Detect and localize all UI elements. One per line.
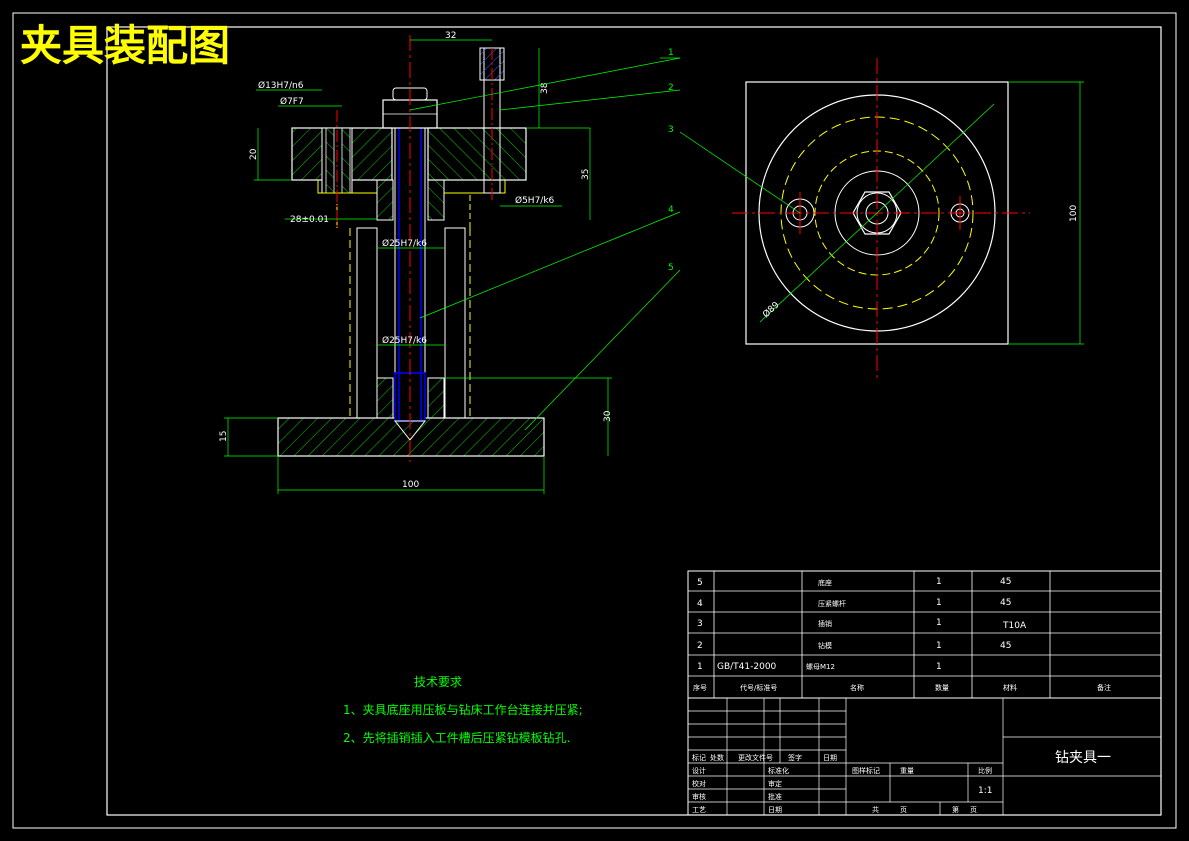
drawing-name: 钻夹具一 xyxy=(1055,750,1111,766)
dim-d89: Ø89 xyxy=(761,299,782,320)
hidden-line xyxy=(317,180,377,194)
tb-sign: 签字 xyxy=(788,753,802,762)
parts-name: 压紧螺杆 xyxy=(818,599,846,608)
title-block: 标记 处数 更改文件号 签字 日期 设计 标准化 校对 审定 审核 批准 工艺 … xyxy=(687,697,1162,816)
technical-requirements: 技术要求 1、夹具底座用压板与钻床工作台连接并压紧; 2、先将插销插入工件槽后压… xyxy=(343,675,583,745)
parts-qty: 1 xyxy=(936,598,942,608)
dim-d25-upper: Ø25H7/k6 xyxy=(382,238,427,249)
dim-diameter-line xyxy=(759,103,995,323)
tech-req-heading: 技术要求 xyxy=(414,675,462,689)
tb-stage: 图样标记 xyxy=(852,766,880,775)
parts-header-material: 材料 xyxy=(1003,683,1017,692)
tb-change-doc: 更改文件号 xyxy=(738,753,773,762)
dim-20: 20 xyxy=(249,148,259,160)
dim-d5: Ø5H7/k6 xyxy=(515,195,555,206)
drill-plate-hub-left xyxy=(376,179,394,221)
drill-bushing-wall-left xyxy=(325,127,335,194)
dim-28: 28±0.01 xyxy=(290,215,329,225)
tb-scale: 1:1 xyxy=(978,786,992,796)
drill-plate-right xyxy=(427,127,527,181)
section-view: 32 38 Ø13H7/n6 Ø7F7 20 35 Ø5H7/k6 28±0.0… xyxy=(219,31,681,494)
tb-std-check: 标准化 xyxy=(768,766,789,775)
leader-3-line xyxy=(679,131,801,214)
leader-1: 1 xyxy=(668,48,674,58)
dimensions xyxy=(224,39,612,494)
parts-header-std: 代号/标准号 xyxy=(740,683,777,692)
column-boss-right xyxy=(427,377,445,419)
drill-plate-hub-right xyxy=(427,179,445,221)
parts-no: 5 xyxy=(697,578,703,588)
parts-no: 3 xyxy=(697,619,703,629)
drawing-title: 夹具装配图 xyxy=(20,21,230,70)
parts-header-qty: 数量 xyxy=(935,683,949,692)
parts-name: 插销 xyxy=(818,619,832,628)
parts-no: 2 xyxy=(697,641,703,651)
tb-audit: 审核 xyxy=(692,792,706,801)
dim-d7: Ø7F7 xyxy=(280,96,304,107)
parts-header-remark: 备注 xyxy=(1097,683,1111,692)
tb-approve: 批准 xyxy=(768,792,782,801)
parts-material: T10A xyxy=(1002,621,1027,631)
drill-bushing-wall-right xyxy=(341,127,351,194)
dim-32: 32 xyxy=(445,31,456,41)
dim-35: 35 xyxy=(581,169,591,180)
hidden-line xyxy=(444,180,506,194)
parts-no: 1 xyxy=(697,662,703,672)
tb-date: 日期 xyxy=(823,754,837,762)
tb-zones: 处数 xyxy=(710,753,724,762)
tb-date2: 日期 xyxy=(768,806,782,814)
base-flange xyxy=(277,417,545,457)
tb-total: 共 xyxy=(872,805,879,814)
parts-material: 45 xyxy=(1000,598,1011,608)
tb-pages: 页 xyxy=(900,806,907,814)
parts-name: 底座 xyxy=(818,578,832,587)
parts-std: GB/T41-2000 xyxy=(717,662,777,672)
outer-frame xyxy=(12,12,1177,829)
leader-5: 5 xyxy=(668,263,674,273)
tb-weight: 重量 xyxy=(900,767,914,775)
dim-15: 15 xyxy=(219,431,229,442)
tb-check: 校对 xyxy=(692,779,706,788)
parts-qty: 1 xyxy=(936,662,942,672)
dim-100: 100 xyxy=(402,480,419,490)
column-left-wall xyxy=(356,227,378,419)
column-right-wall xyxy=(444,227,466,419)
inner-frame xyxy=(106,26,1162,816)
leader-3: 3 xyxy=(668,125,674,135)
parts-name: 钻模 xyxy=(818,641,832,650)
tb-process: 工艺 xyxy=(692,806,706,814)
top-view: Ø89 100 3 xyxy=(668,58,1084,378)
parts-no: 4 xyxy=(697,599,703,609)
leader-2: 2 xyxy=(668,83,674,93)
column-boss-left xyxy=(376,377,394,419)
dim-d25-lower: Ø25H7/k6 xyxy=(382,335,427,346)
tb-mark: 标记 xyxy=(692,753,706,762)
tb-review: 审定 xyxy=(768,779,782,788)
tb-scale-label: 比例 xyxy=(978,766,992,775)
tech-req-item-1: 1、夹具底座用压板与钻床工作台连接并压紧; xyxy=(343,702,583,717)
tb-page: 页 xyxy=(970,806,977,814)
parts-qty: 1 xyxy=(936,641,942,651)
dim-38: 38 xyxy=(540,82,550,94)
parts-qty: 1 xyxy=(936,618,942,628)
parts-material: 45 xyxy=(1000,641,1011,651)
parts-header-no: 序号 xyxy=(693,683,707,692)
leader-4: 4 xyxy=(668,205,674,215)
parts-material: 45 xyxy=(1000,577,1011,587)
parts-name: 螺母M12 xyxy=(806,662,835,671)
dim-30: 30 xyxy=(603,410,613,422)
parts-list: 5 底座 1 45 4 压紧螺杆 1 45 3 插销 1 T10A 2 钻模 1… xyxy=(687,570,1162,699)
tb-design: 设计 xyxy=(692,766,706,775)
dim-d13: Ø13H7/n6 xyxy=(258,80,304,91)
dim-h100: 100 xyxy=(1069,205,1079,222)
parts-qty: 1 xyxy=(936,577,942,587)
leader-lines xyxy=(409,57,681,431)
tech-req-item-2: 2、先将插销插入工件槽后压紧钻模板钻孔. xyxy=(343,730,570,745)
tb-sheet: 第 xyxy=(952,805,959,814)
parts-header-name: 名称 xyxy=(850,683,864,692)
